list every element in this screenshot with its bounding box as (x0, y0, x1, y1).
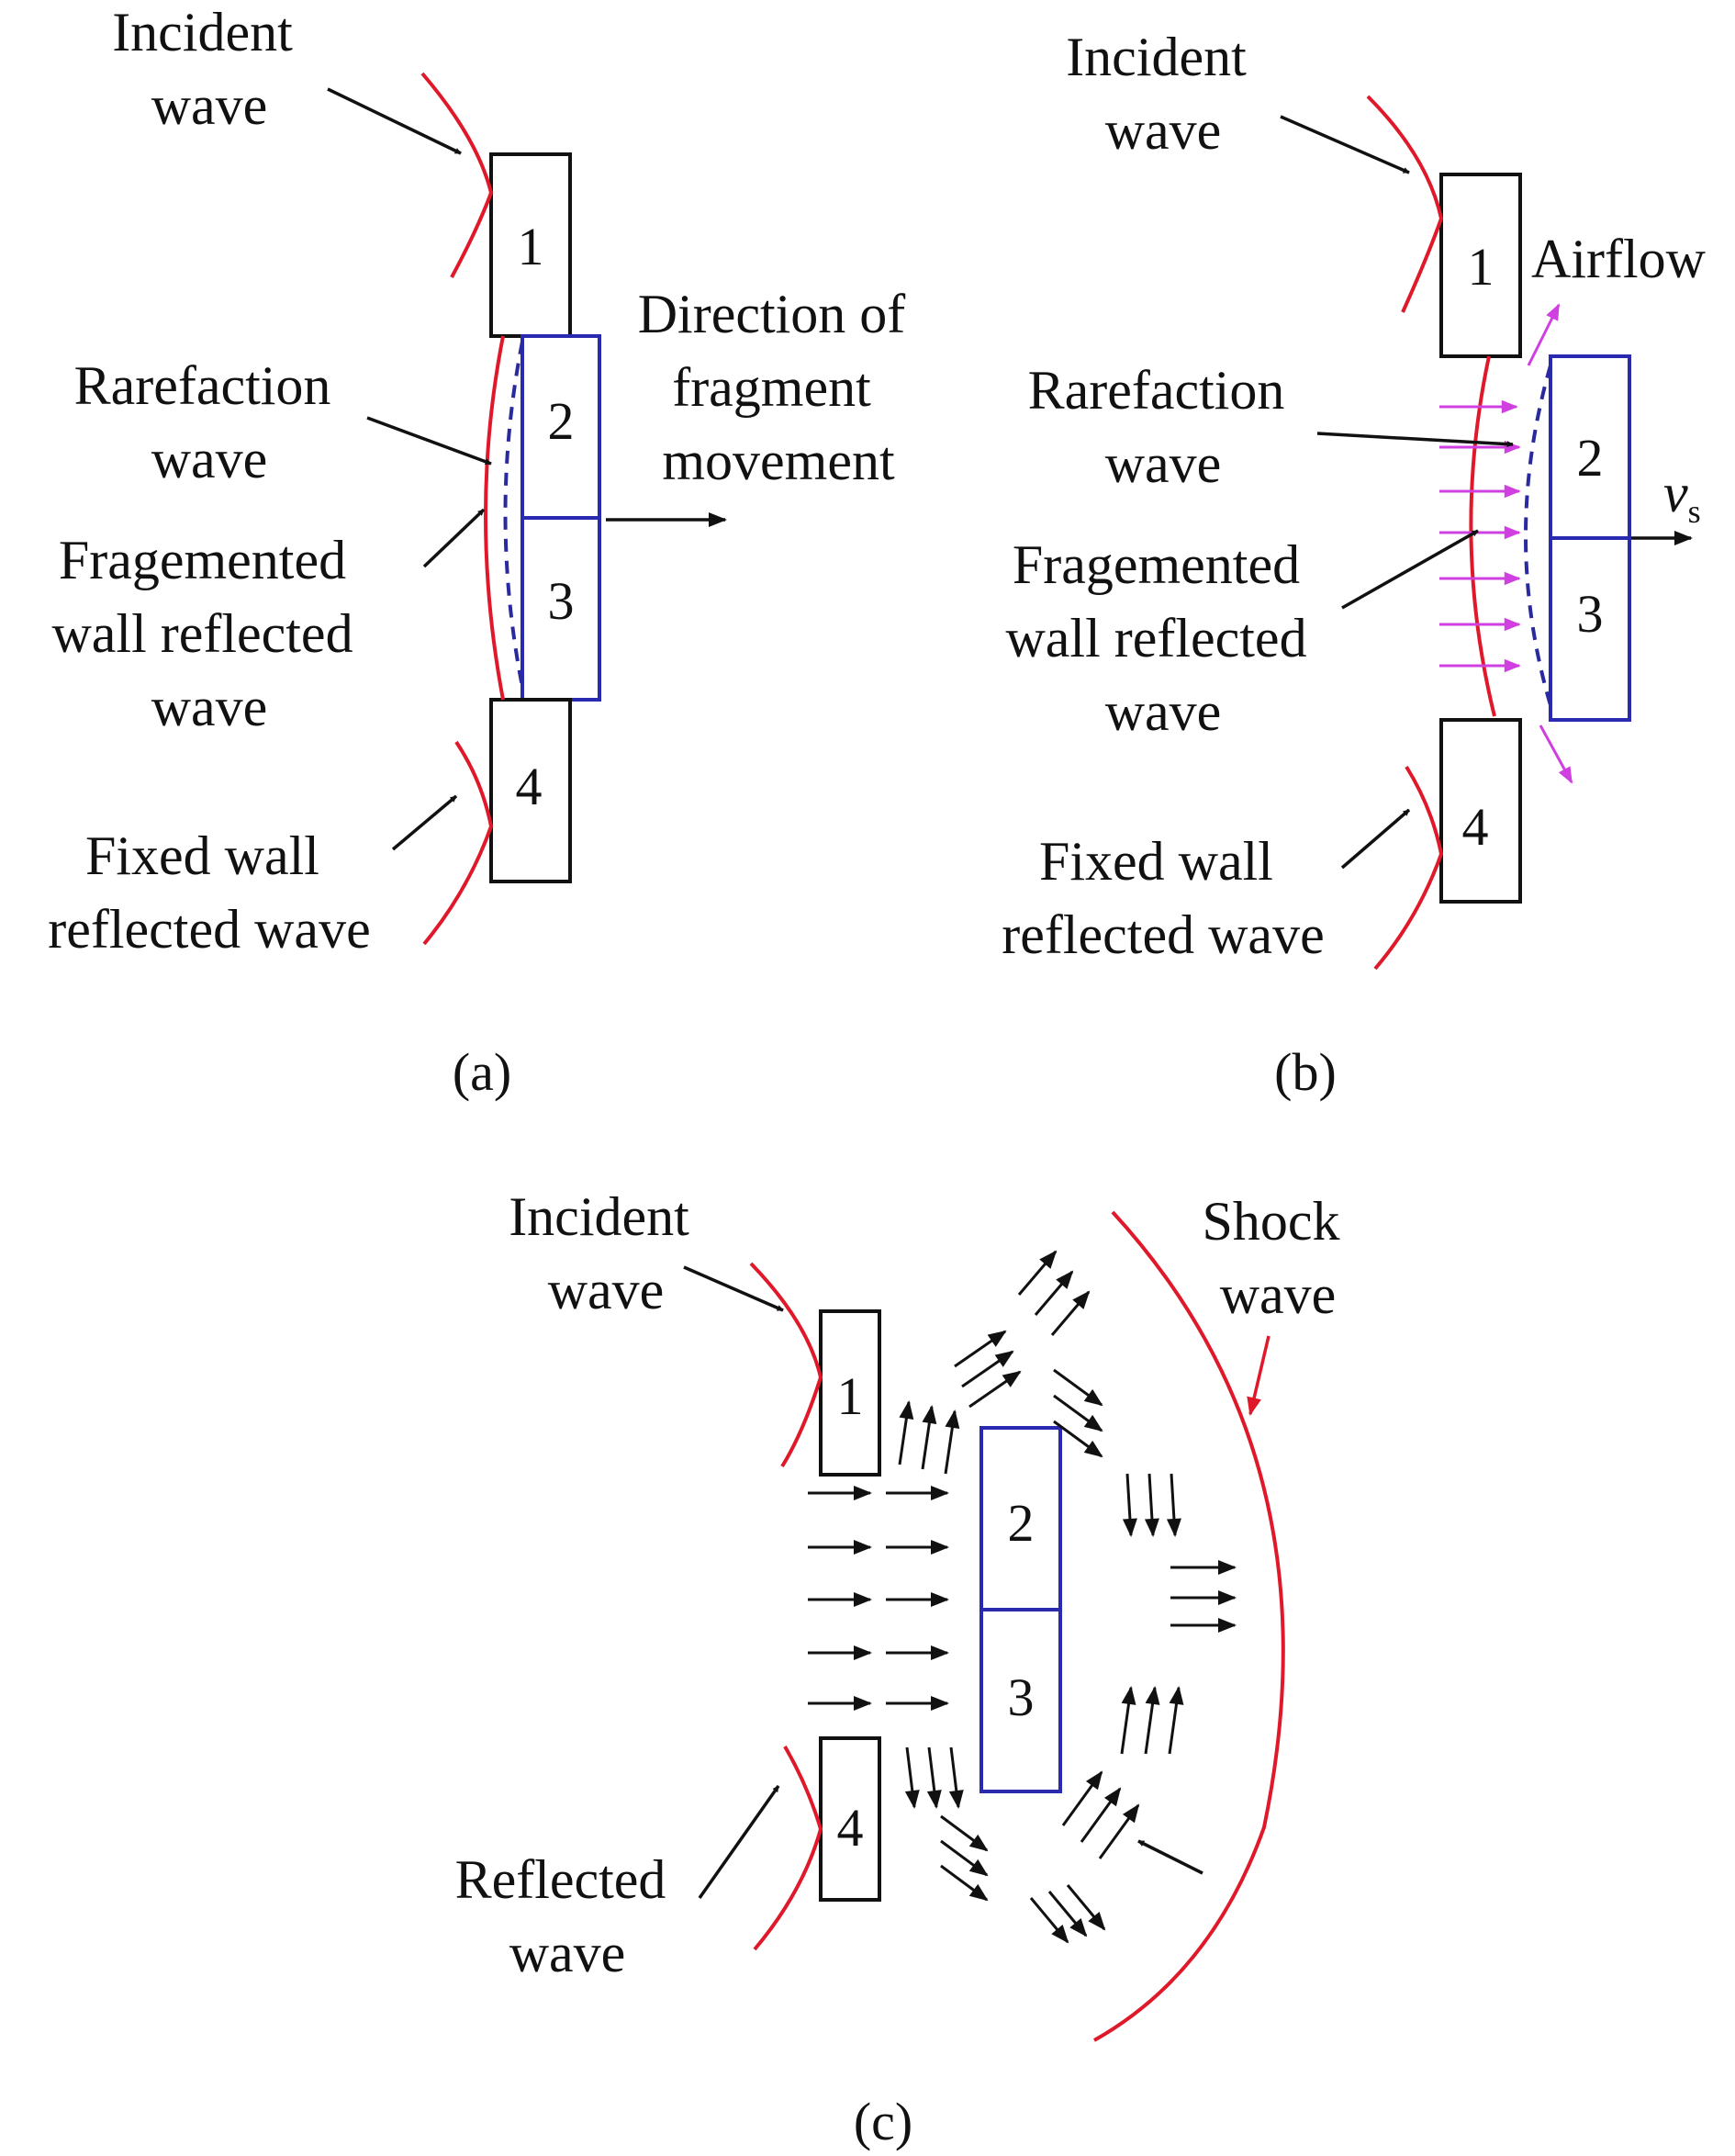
shock-wave-back-pointer (1137, 1839, 1203, 1875)
block-label-2: 2 (1577, 428, 1604, 488)
block-label-3: 3 (548, 571, 575, 631)
fixed-wall-wave-pointer (1340, 808, 1411, 870)
shock-wave-pointer (1247, 1335, 1270, 1416)
fixed-wall-reflected-wave-label: Fixed wall reflected wave (1002, 831, 1324, 965)
flow-arrow-field (808, 1250, 1237, 1944)
wall-block-4 (819, 1736, 881, 1902)
reflected-wave-label: Reflected wave (455, 1849, 680, 1983)
rarefaction-wave-pointer (366, 416, 492, 466)
shock-wave-label: Shock wave (1203, 1191, 1354, 1325)
rarefaction-wave-label: Rarefaction wave (74, 355, 345, 489)
wall-block-1 (1439, 173, 1522, 358)
fragment-movement-direction-label: Direction of fragment movement (638, 284, 920, 491)
incident-wave-curve (749, 1262, 823, 1468)
panel-b: 1 2 3 4 Incident wave Airflow (1002, 27, 1706, 1102)
fragment-block-3 (979, 1608, 1062, 1793)
shock-wave-curve (1093, 1210, 1285, 2042)
incident-wave-pointer (1280, 115, 1410, 174)
block-label-3: 3 (1577, 584, 1604, 644)
incident-wave-curve (1366, 95, 1444, 313)
rarefaction-wave-pointer (1316, 432, 1514, 448)
incident-wave-curve (420, 72, 494, 278)
incident-wave-label: Incident wave (1066, 27, 1260, 161)
fragment-block-3 (1549, 536, 1631, 722)
incident-wave-label: Incident wave (509, 1186, 703, 1320)
panel-a-caption: (a) (453, 1042, 511, 1102)
block-label-4: 4 (837, 1798, 864, 1858)
incident-wave-pointer (683, 1265, 784, 1312)
fragmented-wall-reflected-wave-label: Fragemented wall reflected wave (51, 530, 366, 737)
panel-c: 1 2 3 4 (455, 1186, 1354, 2151)
panel-b-caption: (b) (1274, 1042, 1337, 1102)
airflow-label: Airflow (1531, 229, 1707, 289)
fixed-wall-reflected-wave-curve (422, 740, 494, 946)
block-label-1: 1 (837, 1366, 864, 1426)
incident-wave-pointer (327, 87, 462, 155)
block-label-2: 2 (548, 391, 575, 451)
block-label-4: 4 (1462, 797, 1489, 857)
panel-a: 1 2 3 4 Incident wave Rarefaction wave F… (48, 2, 920, 1102)
panel-c-caption: (c) (854, 2092, 912, 2151)
fixed-wall-reflected-wave-label: Fixed wall reflected wave (48, 825, 370, 960)
incident-wave-label: Incident wave (112, 2, 307, 136)
fragmented-wall-reflected-wave-label: Fragemented wall reflected wave (1005, 534, 1320, 742)
fragmented-wave-pointer (422, 508, 486, 568)
fragmented-wave-pointer (1341, 529, 1479, 610)
block-label-1: 1 (1468, 237, 1494, 297)
rarefaction-wave-curve (1524, 365, 1552, 706)
block-label-2: 2 (1008, 1493, 1035, 1553)
rarefaction-wave-curve (503, 341, 524, 688)
block-label-1: 1 (518, 217, 544, 276)
rarefaction-wave-label: Rarefaction wave (1028, 360, 1299, 494)
block-label-3: 3 (1008, 1668, 1035, 1727)
velocity-label: vs (1663, 463, 1701, 530)
wall-block-4 (489, 698, 572, 883)
fixed-wall-wave-pointer (391, 794, 458, 851)
reflected-wave-curve (753, 1745, 823, 1951)
reflected-wave-pointer (698, 1784, 780, 1900)
fixed-wall-reflected-wave-curve (1373, 765, 1444, 971)
fragmented-wall-reflected-wave-curve (1469, 355, 1496, 717)
wall-block-1 (819, 1309, 881, 1477)
fragmented-wall-reflected-wave-curve (484, 335, 505, 701)
block-label-4: 4 (516, 757, 543, 816)
airflow-arrows (1439, 303, 1573, 784)
wall-block-4 (1439, 718, 1522, 904)
